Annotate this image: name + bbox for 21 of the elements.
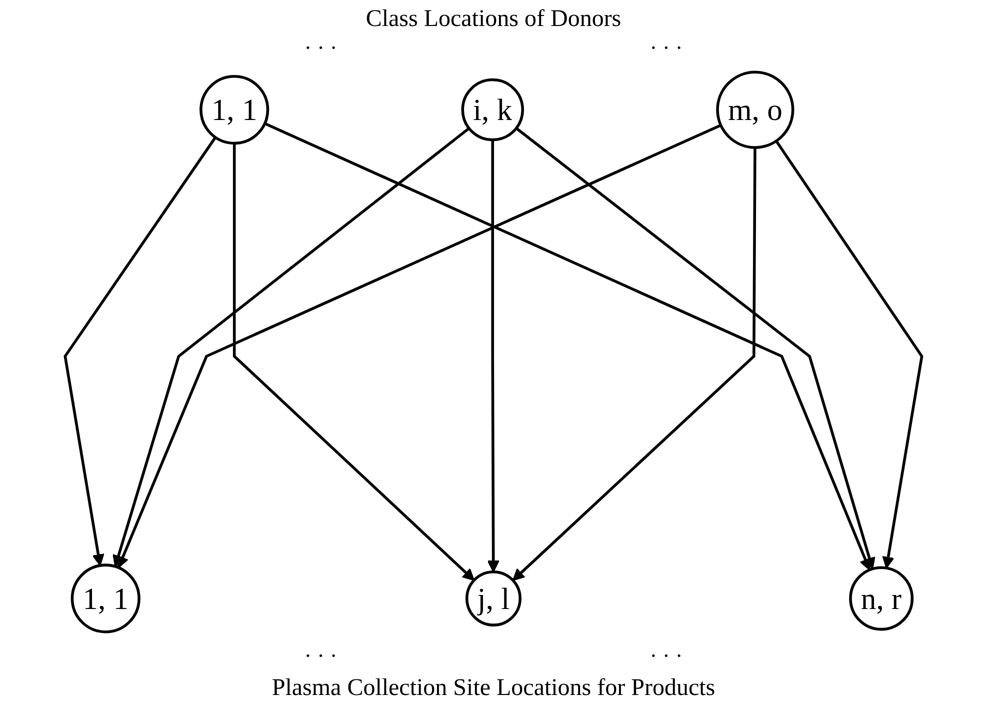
ellipsis-label: · · · [304,643,338,669]
node-circle: 1, 1 [70,564,140,634]
arrow [487,140,500,572]
diagram-title: Class Locations of Donors [366,6,622,33]
ellipsis-label: · · · [650,643,683,669]
arrow [64,136,217,566]
node-circle: i, k [461,78,524,142]
arrow [264,122,872,570]
node-circle: 1, 1 [200,75,270,145]
node-circle: m, o [716,70,794,149]
arrow [512,147,756,581]
ellipsis-label: · · · [304,35,338,61]
arrow [112,127,470,568]
arrow [775,140,924,569]
arrow [515,127,876,570]
ellipsis-label: · · · [650,35,683,61]
diagram-caption: Plasma Collection Site Locations for Products [272,675,716,702]
arrow [232,143,475,581]
node-circle: j, l [465,570,522,626]
node-circle: n, r [849,566,914,631]
arrow [117,124,722,568]
